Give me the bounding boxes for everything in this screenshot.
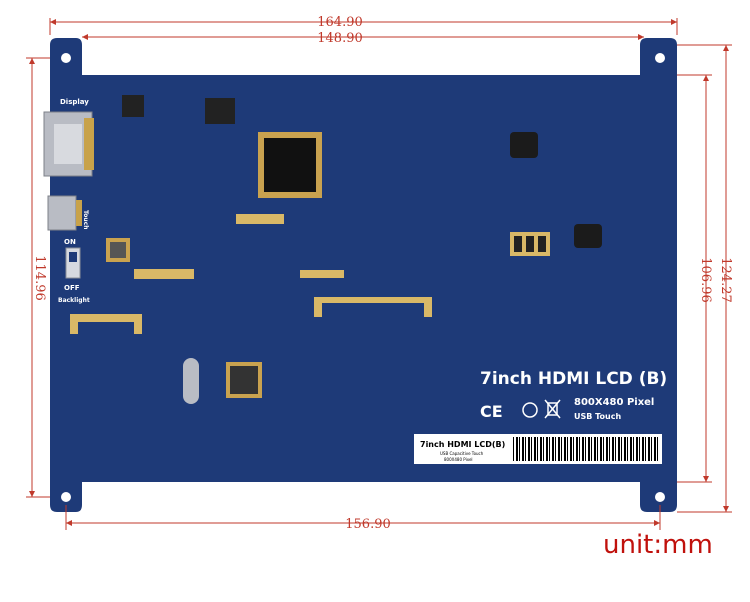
dim-inner-height-label: 106.96 xyxy=(698,257,713,303)
crystal-oscillator xyxy=(183,358,199,404)
regulator-chip xyxy=(122,95,144,117)
display-label: Display xyxy=(60,98,89,106)
fpc-connector-right xyxy=(314,297,432,317)
resistor-row-3 xyxy=(134,269,194,279)
unit-label: unit:mm xyxy=(603,530,713,560)
dim-hole-width-bottom xyxy=(65,505,661,530)
ccc-icon xyxy=(522,402,538,418)
weee-icon xyxy=(544,399,561,419)
resistor-row xyxy=(236,214,284,224)
dim-hole-width-top-label: 148.90 xyxy=(317,31,363,46)
sticker-title: 7inch HDMI LCD(B) xyxy=(420,440,505,449)
hdmi-port xyxy=(43,111,94,177)
dim-outer-height-label: 124.27 xyxy=(718,257,733,303)
inductor-right xyxy=(574,224,602,248)
backlight-label: Backlight xyxy=(58,297,90,304)
sticker-line-1: USB Capacitive Touch xyxy=(440,451,484,456)
inductor-top xyxy=(510,132,538,158)
sticker-line-2: 800X480 Pixel xyxy=(444,457,473,462)
touch-label: Touch xyxy=(82,210,89,230)
ce-mark: CE xyxy=(480,402,503,421)
resolution-text: 800X480 Pixel xyxy=(574,397,654,408)
switch-on-label: ON xyxy=(64,238,76,246)
fpc-connector-left xyxy=(70,314,142,334)
mount-hole-bottom-right xyxy=(655,492,665,502)
switch-off-label: OFF xyxy=(64,284,80,292)
dim-left-height xyxy=(26,57,50,498)
dim-inner-height xyxy=(677,74,712,483)
ldo-chip xyxy=(205,98,235,124)
dim-hole-width-bottom-label: 156.90 xyxy=(345,517,391,532)
mount-hole-top-right xyxy=(655,53,665,63)
main-ic-chip xyxy=(258,132,322,198)
mount-hole-bottom-left xyxy=(61,492,71,502)
dim-outer-height xyxy=(677,44,732,513)
board-title: 7inch HDMI LCD (B) xyxy=(480,369,667,389)
dim-outer-width-label: 164.90 xyxy=(317,15,363,30)
resistor-row-2 xyxy=(300,270,344,278)
label-sticker xyxy=(414,434,662,464)
usb-touch-port xyxy=(47,195,82,231)
mount-hole-top-left xyxy=(61,53,71,63)
dim-hole-width-top xyxy=(82,34,644,40)
usb-touch-text: USB Touch xyxy=(574,412,621,421)
dim-outer-width xyxy=(49,18,678,35)
dim-left-height-label: 114.96 xyxy=(32,255,47,301)
